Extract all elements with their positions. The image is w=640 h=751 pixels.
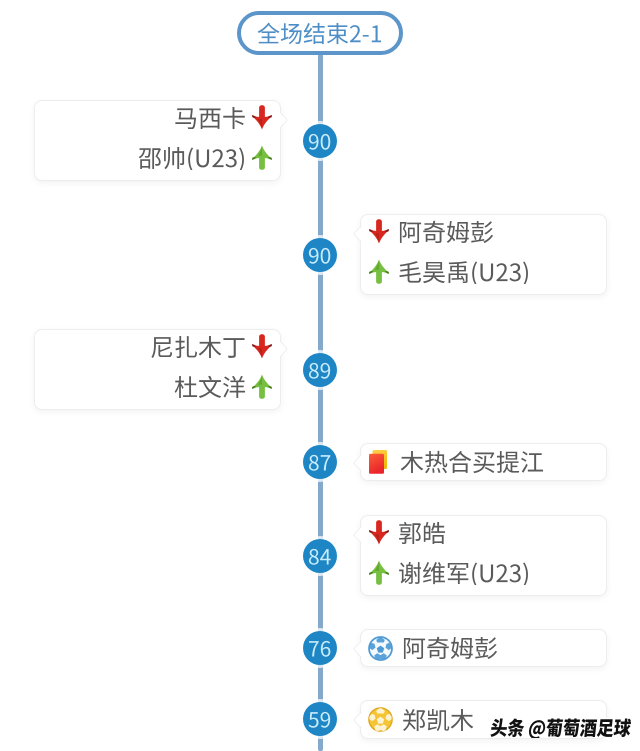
event-card[interactable]: 阿奇姆彭 毛昊禹(U23): [352, 213, 607, 295]
sub-out-arrow-icon: [369, 520, 389, 545]
sub-in-arrow-icon: [369, 259, 389, 284]
minute-badge: 90: [303, 124, 337, 158]
player-name: 阿奇姆彭: [402, 636, 498, 660]
player-name: 毛昊禹(U23): [398, 260, 530, 284]
fulltime-score-pill: 全场结束2-1: [237, 11, 403, 55]
player-name: 谢维军(U23): [398, 561, 530, 585]
event-row-substitution-in: 谢维军(U23): [361, 551, 606, 594]
minute-badge: 87: [303, 445, 337, 479]
watermark-text: 头条 @葡萄酒足球: [469, 718, 632, 738]
sub-in-arrow-icon: [252, 374, 272, 399]
event-row-substitution-out: 尼扎木丁: [35, 328, 280, 365]
event-card[interactable]: 阿奇姆彭: [352, 628, 607, 668]
minute-badge: 90: [303, 238, 337, 272]
event-row-goal: 阿奇姆彭: [361, 628, 606, 668]
event-card[interactable]: 郭皓 谢维军(U23): [352, 514, 607, 596]
event-row-substitution-in: 毛昊禹(U23): [361, 250, 606, 293]
watermark: 头条 @葡萄酒足球: [469, 718, 632, 743]
minute-badge: 84: [303, 539, 337, 573]
yellow-red-card-icon: [369, 449, 387, 474]
event-row-goal: 郑凯木: [361, 700, 606, 740]
timeline-line: [318, 54, 323, 751]
event-row-substitution-in: 邵帅(U23): [35, 136, 280, 179]
minute-label: 87: [308, 452, 331, 473]
minute-label: 90: [308, 131, 331, 152]
sub-in-arrow-icon: [252, 145, 272, 170]
player-name: 马西卡: [174, 106, 246, 130]
minute-label: 84: [308, 546, 331, 567]
event-row-substitution-in: 杜文洋: [35, 365, 280, 408]
minute-badge: 59: [303, 702, 337, 736]
event-card[interactable]: 尼扎木丁 杜文洋: [34, 328, 289, 410]
player-name: 阿奇姆彭: [398, 220, 494, 244]
sub-out-arrow-icon: [252, 105, 272, 130]
goal-ball-yellow-icon: [368, 707, 393, 732]
goal-ball-blue-icon: [368, 635, 393, 661]
player-name: 杜文洋: [174, 375, 246, 399]
minute-badge: 89: [303, 353, 337, 387]
event-row-substitution-out: 马西卡: [35, 99, 280, 136]
minute-label: 76: [308, 638, 331, 659]
fulltime-score-label: 全场结束2-1: [257, 22, 383, 45]
event-row-substitution-out: 阿奇姆彭: [361, 213, 606, 250]
sub-in-arrow-icon: [369, 560, 389, 585]
minute-label: 90: [308, 245, 331, 266]
event-row-second-yellow-red-card: 木热合买提江: [361, 442, 606, 482]
player-name: 郑凯木: [402, 708, 474, 732]
event-card[interactable]: 马西卡 邵帅(U23): [34, 99, 289, 181]
player-name: 邵帅(U23): [138, 146, 246, 170]
player-name: 郭皓: [398, 521, 446, 545]
minute-label: 59: [308, 709, 331, 730]
event-card[interactable]: 郑凯木: [352, 700, 607, 740]
sub-out-arrow-icon: [252, 334, 272, 359]
event-row-substitution-out: 郭皓: [361, 514, 606, 551]
player-name: 木热合买提江: [400, 450, 544, 474]
sub-out-arrow-icon: [369, 219, 389, 244]
minute-badge: 76: [303, 631, 337, 665]
player-name: 尼扎木丁: [150, 335, 246, 359]
minute-label: 89: [308, 360, 331, 381]
event-card[interactable]: 木热合买提江: [352, 442, 607, 482]
